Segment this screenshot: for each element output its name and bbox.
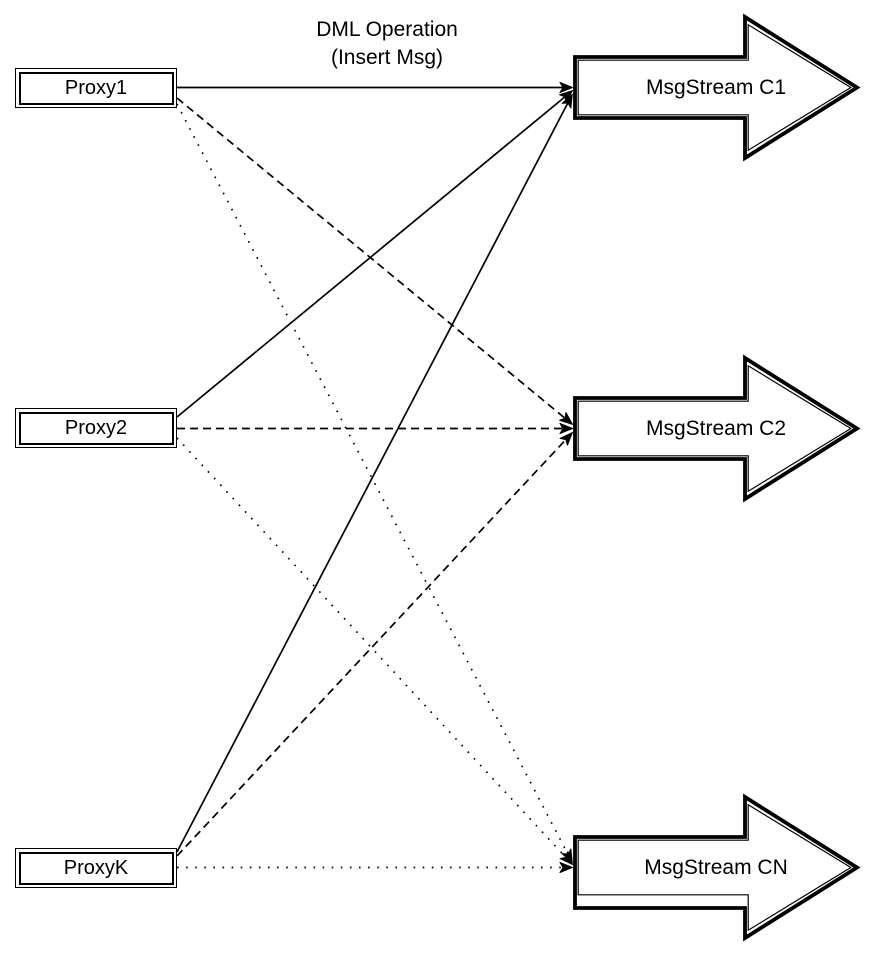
- edge-proxyk-c2: [176, 433, 572, 857]
- msgstream-c2-arrow-inner-line: [577, 364, 852, 493]
- dml-operation-label-line2: (Insert Msg): [330, 46, 443, 69]
- dml-operation-label-line1: DML Operation: [316, 18, 458, 41]
- msgstream-cn-arrow-shape: [573, 793, 861, 942]
- msgstream-c1-arrow: [573, 13, 861, 162]
- proxy1-label: Proxy1: [18, 71, 174, 105]
- edge-proxy2-c1: [176, 91, 572, 418]
- msgstream-c1-arrow-shape: [573, 13, 861, 162]
- msgstream-c2-arrow-shape: [573, 354, 861, 503]
- msgstream-cn-arrow-inner-line: [577, 803, 852, 932]
- msgstream-cn-arrow: [573, 793, 861, 942]
- proxyk-node: ProxyK: [15, 848, 177, 888]
- proxy2-label: Proxy2: [18, 411, 174, 445]
- msgstream-c2-arrow: [573, 354, 861, 503]
- edge-proxyk-c1: [176, 95, 572, 853]
- edge-proxy1-cn: [176, 103, 572, 862]
- proxy1-node: Proxy1: [15, 68, 177, 108]
- edge-proxy2-cn: [176, 437, 572, 864]
- edge-proxy1-c2: [176, 97, 572, 424]
- msgstream-c1-arrow-inner-line: [577, 23, 852, 152]
- proxyk-label: ProxyK: [18, 851, 174, 885]
- proxy2-node: Proxy2: [15, 408, 177, 448]
- dml-operation-label: DML Operation (Insert Msg): [237, 16, 537, 72]
